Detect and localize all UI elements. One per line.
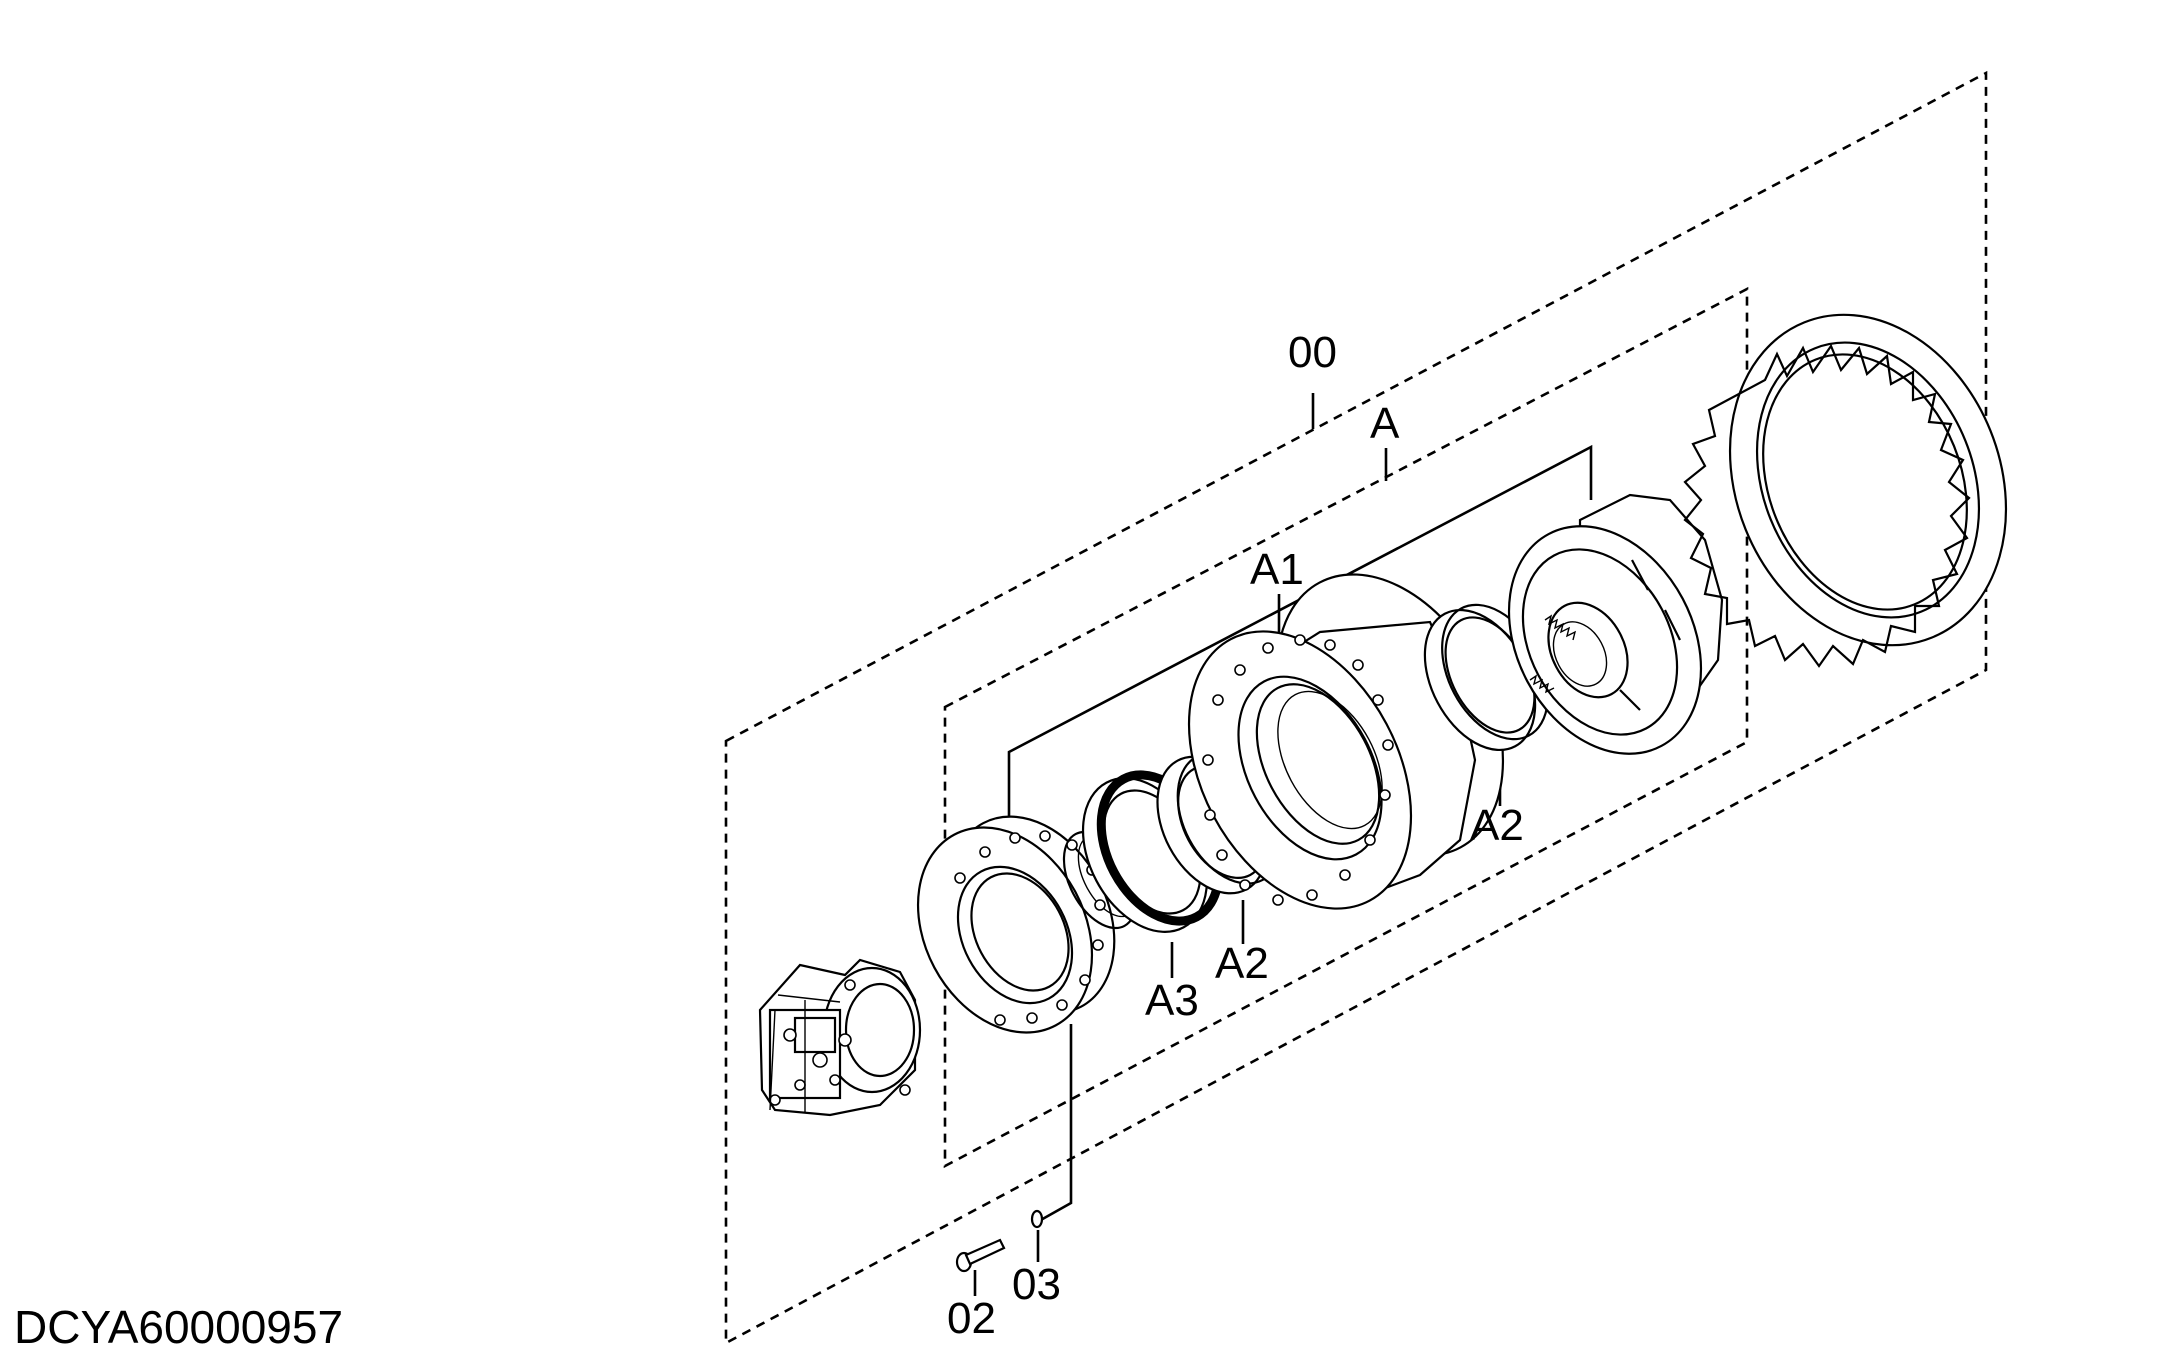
inner-group-boundary [943,286,1749,1169]
outer-assembly-boundary [724,70,1988,1346]
hub-a1-part [1187,573,1505,910]
label-a: A [1370,399,1400,448]
drawing-code: DCYA60000957 [14,1301,343,1350]
label-a2-right: A2 [1470,801,1524,850]
label-03: 03 [1012,1260,1061,1309]
leader-02-03 [1038,1024,1073,1223]
label-02: 02 [947,1294,996,1343]
washer-03-part [1030,1209,1044,1229]
gear-housing-part [1507,493,1724,755]
label-a2-left: A2 [1215,939,1269,988]
travel-motor-part [758,958,922,1117]
label-a3: A3 [1145,976,1199,1025]
label-a1: A1 [1250,545,1304,594]
bolt-02-part [955,1238,1006,1273]
label-00: 00 [1288,328,1337,377]
sprocket-part [1683,313,2008,668]
